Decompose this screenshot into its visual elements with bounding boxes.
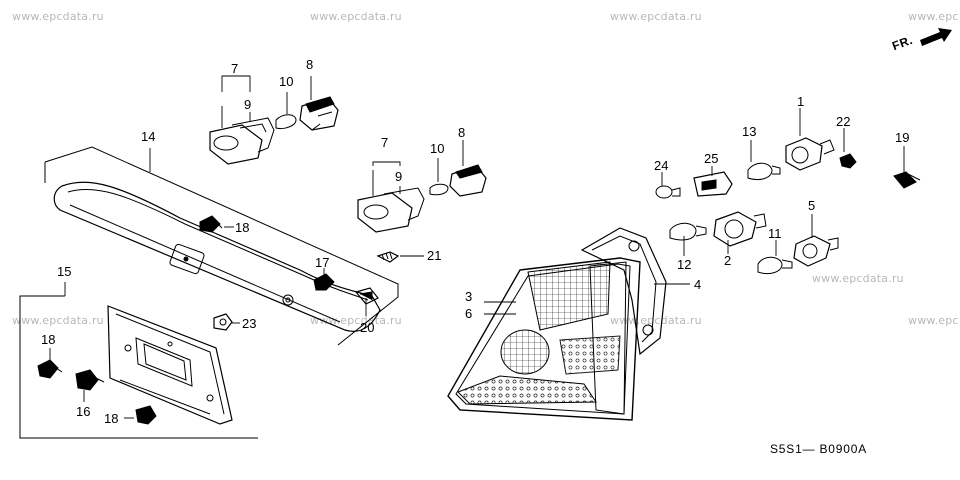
bulb-11 [757,256,793,275]
watermark: www.epcdata.ru [610,314,702,327]
bulb-13 [747,162,781,181]
diagram-code: S5S1— B0900A [770,442,867,456]
callout-10: 10 [430,141,445,156]
watermark: www.epcdata.ru [610,10,702,23]
tail-light-assembly [447,257,641,421]
callout-9: 9 [395,169,403,184]
callout-15: 15 [57,264,72,279]
bolt-20 [354,287,379,305]
callout-4: 4 [694,277,702,292]
gasket [580,227,667,356]
socket-1 [785,137,835,171]
watermark: www.epcdata.ru [310,314,402,327]
callout-12: 12 [677,257,692,272]
socket-2 [713,211,767,247]
callout-18: 18 [104,411,119,426]
socket-upper [299,96,339,131]
callout-14: 14 [141,129,156,144]
wedge-bulb-lower [429,183,449,196]
clip-18-left [37,359,63,379]
callout-22: 22 [836,114,851,129]
callout-13: 13 [742,124,757,139]
callout-17: 17 [315,255,330,270]
watermark: www.epcdata.ru [908,314,958,327]
callout-9: 9 [244,97,252,112]
watermark: www.epcdata.ru [12,314,104,327]
screw-21 [376,251,400,263]
callout-25: 25 [704,151,719,166]
socket-25 [693,171,733,197]
callout-8: 8 [458,125,466,140]
clip-16 [75,369,105,391]
clip-18-bottom [135,405,157,425]
callout-3: 3 [465,289,473,304]
callout-18: 18 [235,220,250,235]
license-lamp-lower [357,187,425,233]
license-plate-bracket [107,305,233,425]
bulb-12 [669,222,707,241]
callout-11: 11 [768,226,782,241]
callout-1: 1 [797,94,805,109]
front-direction-indicator: FR. [890,22,954,60]
callout-7: 7 [231,61,239,76]
nut-23 [213,313,233,331]
watermark: www.epcdata.ru [812,272,904,285]
callout-8: 8 [306,57,314,72]
callout-6: 6 [465,306,473,321]
callout-21: 21 [427,248,442,263]
callout-23: 23 [242,316,257,331]
callout-10: 10 [279,74,294,89]
clip-18-upper [199,215,223,233]
leader-lines [49,75,905,419]
callout-24: 24 [654,158,669,173]
license-bracket-box [19,295,258,439]
wedge-bulb-24 [655,185,681,199]
socket-5 [793,235,839,267]
socket-lower [449,164,487,197]
wedge-bulb-upper [275,114,297,129]
license-lamp-upper [209,117,275,165]
callout-2: 2 [724,253,732,268]
callout-16: 16 [76,404,91,419]
callout-19: 19 [895,130,910,145]
watermark: www.epcdata.ru [908,10,958,23]
callout-7: 7 [381,135,389,150]
direction-arrow-icon [920,28,952,46]
watermark: www.epcdata.ru [12,10,104,23]
watermark: www.epcdata.ru [310,10,402,23]
screw-19 [893,171,921,189]
tailgate-garnish [53,181,381,332]
nut-22 [839,153,857,169]
callout-18: 18 [41,332,56,347]
callout-20: 20 [360,320,375,335]
nut-17 [313,273,335,291]
callout-5: 5 [808,198,816,213]
